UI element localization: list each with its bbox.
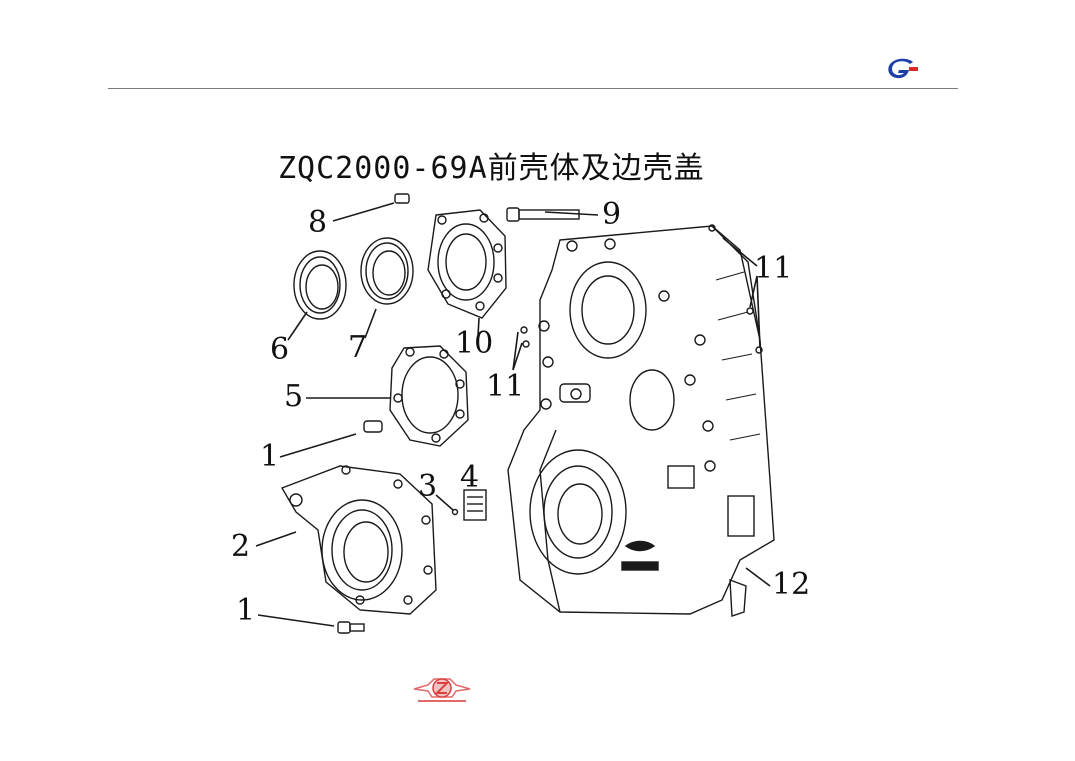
title-model: ZQC2000-69A	[278, 151, 488, 186]
callout-5: 5	[284, 379, 304, 414]
brand-z-emblem-icon	[413, 678, 471, 702]
callout-4: 4	[460, 460, 480, 495]
callout-3: 3	[418, 469, 438, 504]
callout-1-upper: 1	[260, 439, 280, 474]
part-12-front-housing	[507, 225, 775, 617]
leader-lines	[255, 202, 771, 627]
callout-2: 2	[231, 529, 251, 564]
header-divider	[108, 88, 958, 89]
callout-8: 8	[308, 205, 328, 240]
callout-7: 7	[348, 330, 368, 365]
part-3-rivet	[451, 508, 459, 516]
part-8-bolt	[394, 193, 410, 204]
part-1-bolt-upper	[363, 420, 383, 433]
part-2-bearing-housing	[280, 465, 437, 615]
callout-10: 10	[455, 326, 494, 361]
part-5-gasket	[389, 345, 469, 447]
part-4-nameplate	[463, 489, 487, 521]
part-7-ring	[360, 237, 414, 305]
callout-11-upper: 11	[754, 251, 793, 286]
callout-1-lower: 1	[236, 593, 256, 628]
callout-9: 9	[602, 197, 622, 232]
callout-6: 6	[270, 332, 290, 367]
part-10-side-cover	[427, 209, 507, 319]
part-6-seal	[293, 250, 347, 320]
brand-g-logo-icon	[888, 58, 918, 79]
page-title: ZQC2000-69A前壳体及边壳盖	[278, 143, 705, 187]
title-name: 前壳体及边壳盖	[487, 151, 705, 186]
part-9-long-bolt	[506, 207, 580, 222]
part-11-plugs	[520, 224, 763, 354]
callout-11-lower: 11	[486, 369, 525, 404]
callout-12: 12	[772, 567, 811, 602]
part-1-bolt-lower	[337, 621, 365, 634]
